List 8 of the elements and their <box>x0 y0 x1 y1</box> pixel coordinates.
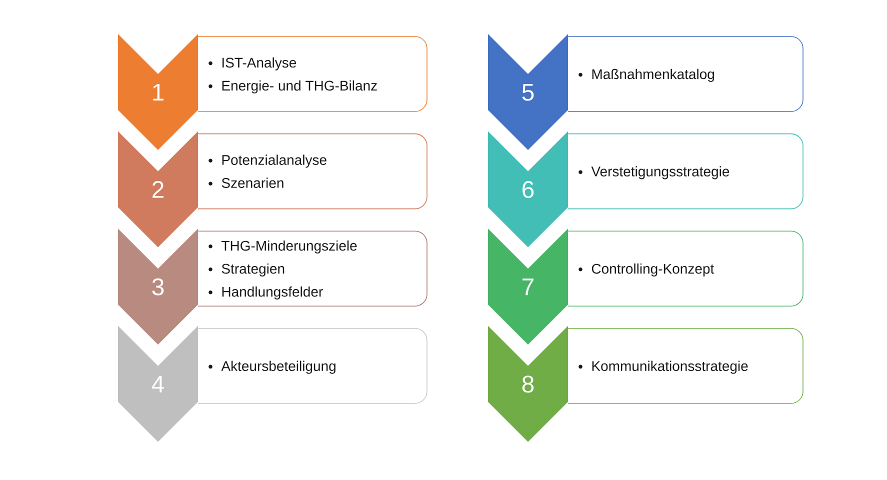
step-box: Potenzialanalyse Szenarien <box>198 133 428 210</box>
step-box: THG-Minderungsziele Strategien Handlungsfelder <box>198 230 428 306</box>
step-box: Verstetigungsstrategie <box>568 133 804 210</box>
step-box: Maßnahmenkatalog <box>568 36 804 112</box>
step-box: Controlling-Konzept <box>568 230 804 306</box>
step-box: Kommunikationsstrategie <box>568 328 804 404</box>
step-box: Akteursbeteiligung <box>198 328 428 404</box>
step-box: IST-Analyse Energie- und THG-Bilanz <box>198 36 428 112</box>
